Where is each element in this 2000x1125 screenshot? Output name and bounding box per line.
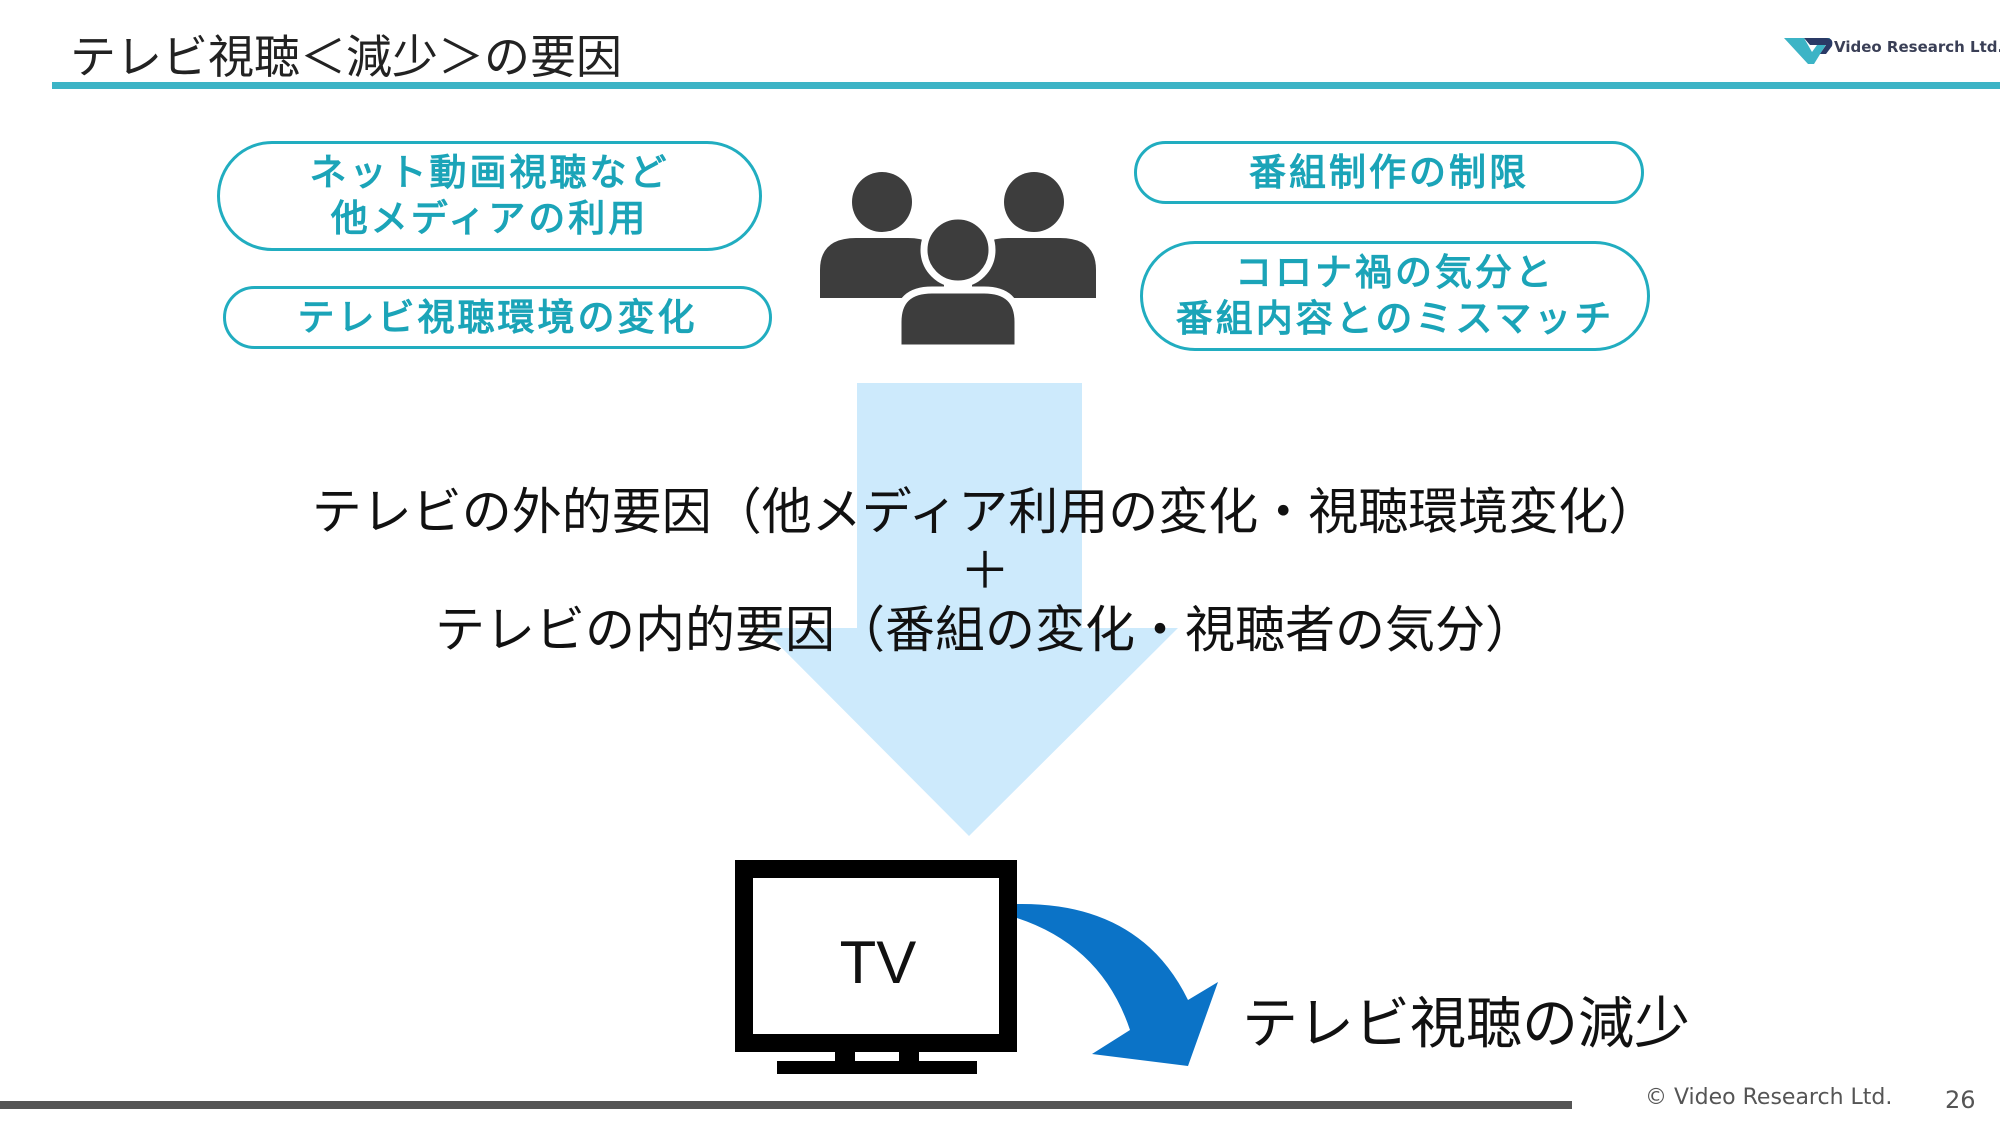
copyright: © Video Research Ltd.	[1645, 1085, 1893, 1110]
factor-net-video: ネット動画視聴など 他メディアの利用	[217, 141, 762, 251]
audience-icon	[820, 172, 1096, 346]
logo-text: Video Research Ltd.	[1834, 38, 2000, 56]
external-factors: テレビの外的要因（他メディア利用の変化・視聴環境変化）	[311, 483, 1659, 541]
tv-icon	[735, 860, 1017, 1074]
factor-viewing-environment: テレビ視聴環境の変化	[223, 286, 772, 349]
factor-corona-mismatch: コロナ禍の気分と 番組内容とのミスマッチ	[1140, 241, 1650, 351]
tv-label: TV	[839, 928, 917, 996]
result-text: テレビ視聴の減少	[1242, 992, 1690, 1057]
title-underline	[52, 82, 2000, 89]
page-title: テレビ視聴＜減少＞の要因	[70, 30, 622, 84]
plus-sign: ＋	[960, 542, 1010, 600]
footer-bar	[0, 1101, 1572, 1109]
page-number: 26	[1945, 1086, 1976, 1114]
internal-factors: テレビの内的要因（番組の変化・視聴者の気分）	[435, 601, 1535, 659]
factor-production-limits: 番組制作の制限	[1134, 141, 1644, 204]
company-logo	[1784, 38, 1833, 64]
